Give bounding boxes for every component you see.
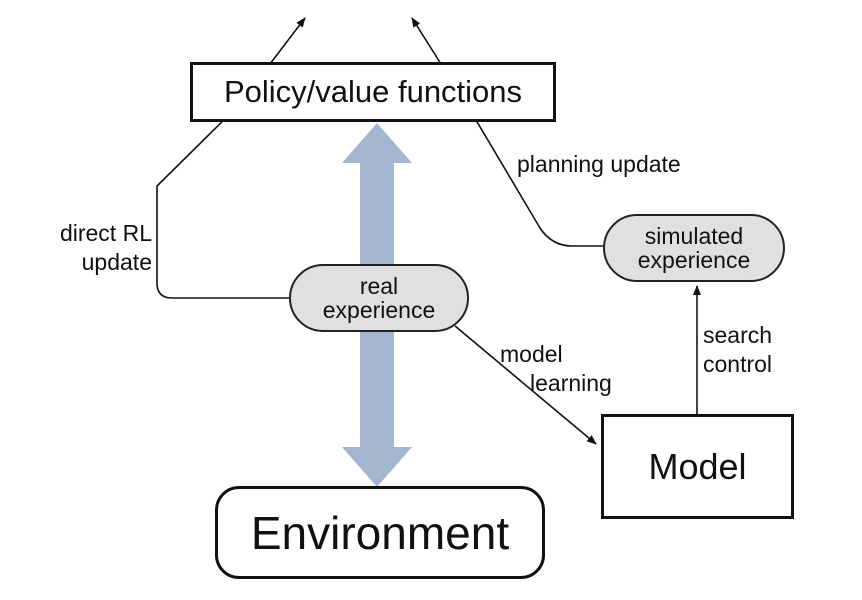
model-learning-arrow — [454, 325, 597, 445]
direct-rl-update-arrow — [156, 17, 306, 299]
policy-value-functions-label: Policy/value functions — [223, 74, 523, 109]
direct-rl-update-label: direct RL update — [38, 219, 152, 277]
model-learning-line1: model — [500, 341, 563, 367]
direct-rl-update-line1: direct RL — [59, 220, 152, 246]
planning-update-arrow — [411, 17, 603, 247]
simulated-experience-line1: simulated — [644, 222, 744, 249]
policy-value-functions-box: Policy/value functions — [190, 62, 556, 122]
real-experience-line1: real — [359, 272, 399, 299]
real-experience-line2: experience — [322, 297, 436, 323]
real-experience-node: real experience — [289, 264, 469, 332]
direct-rl-update-line2: update — [81, 248, 152, 275]
simulated-experience-line2: experience — [637, 247, 751, 273]
environment-box: Environment — [215, 486, 545, 579]
search-control-line1: search — [703, 322, 773, 348]
model-learning-line2: learning — [530, 369, 612, 396]
planning-update-label: planning update — [517, 151, 681, 177]
model-learning-label: model learning — [500, 340, 632, 398]
search-control-label: search control — [703, 321, 772, 379]
simulated-experience-node: simulated experience — [603, 214, 785, 282]
search-control-line2: control — [703, 350, 773, 377]
model-box: Model — [601, 414, 794, 519]
model-label: Model — [648, 445, 747, 487]
environment-label: Environment — [250, 506, 510, 559]
